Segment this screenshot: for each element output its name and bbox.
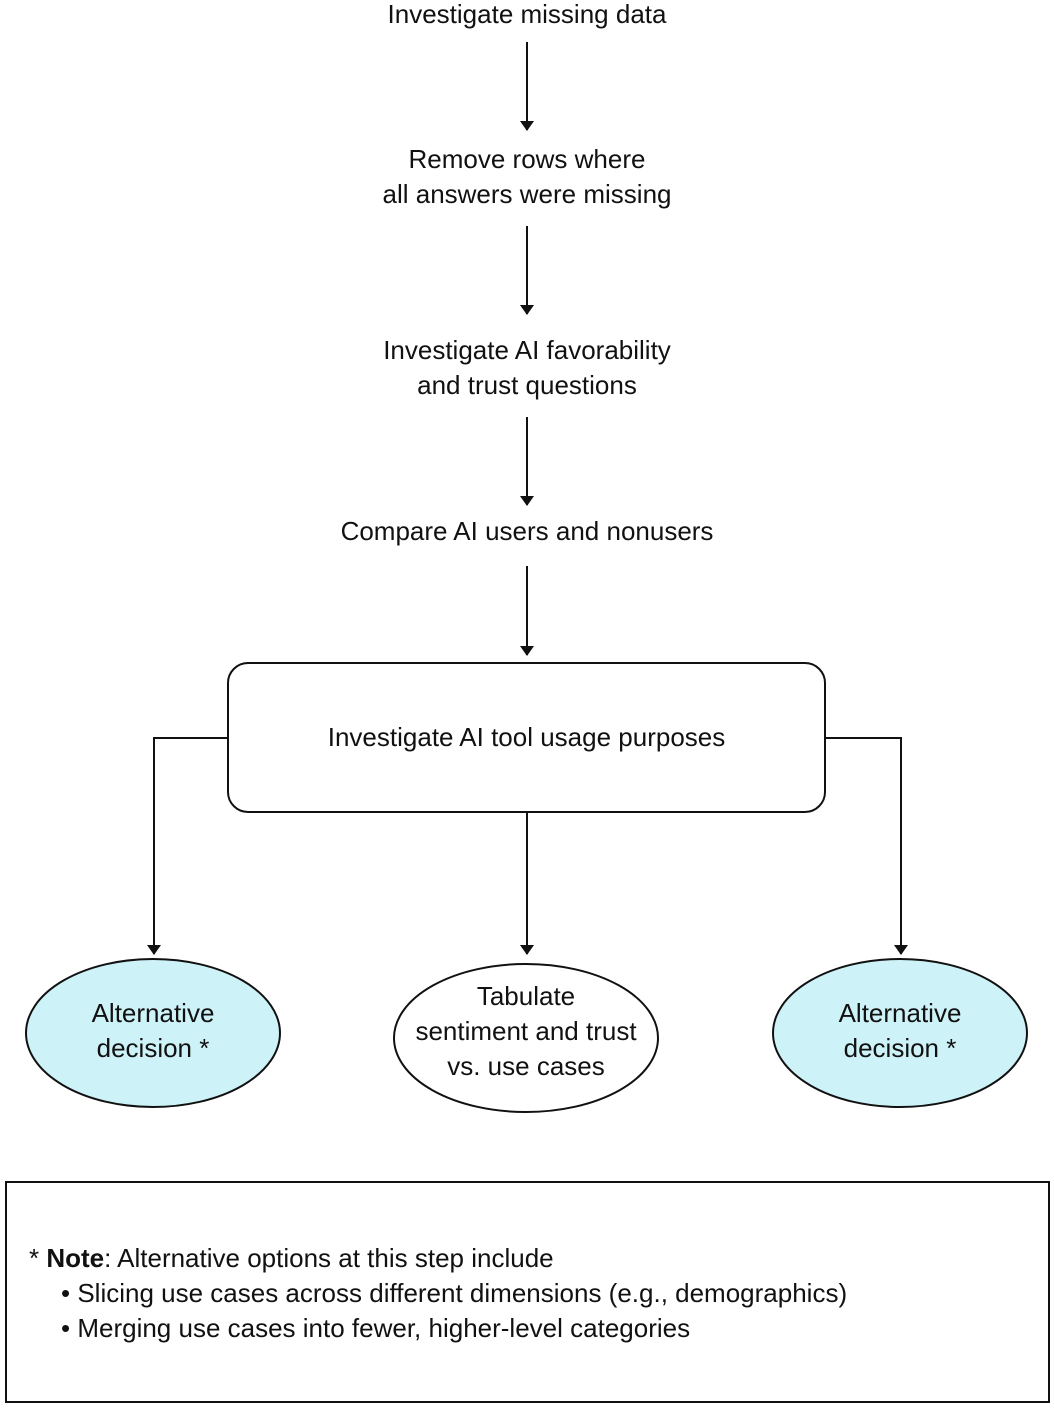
right-outcome-line1: Alternative bbox=[838, 998, 962, 1028]
right-alternative-decision: Alternative decision * bbox=[780, 996, 1020, 1066]
step-compare-users: Compare AI users and nonusers bbox=[227, 514, 827, 549]
note-bullet-merging: • Merging use cases into fewer, higher-l… bbox=[61, 1313, 691, 1343]
step2-label-line1: Remove rows where bbox=[408, 144, 646, 174]
step-remove-rows: Remove rows where all answers were missi… bbox=[277, 142, 777, 212]
note-prefix: * bbox=[29, 1243, 47, 1273]
left-alternative-decision: Alternative decision * bbox=[33, 996, 273, 1066]
note-box: * Note: Alternative options at this step… bbox=[5, 1181, 1050, 1403]
step3-label-line2: and trust questions bbox=[417, 370, 637, 400]
note-label: Note bbox=[46, 1243, 105, 1273]
arrow-step5-to-right-outcome bbox=[825, 737, 908, 955]
arrow-step5-to-left-outcome bbox=[147, 737, 228, 955]
center-outcome-line1: Tabulate bbox=[476, 981, 576, 1011]
note-text: * Note: Alternative options at this step… bbox=[29, 1241, 847, 1346]
note-bullet-slicing: • Slicing use cases across different dim… bbox=[61, 1278, 848, 1308]
center-outcome-line3: vs. use cases bbox=[447, 1051, 605, 1081]
note-intro-line: * Note: Alternative options at this step… bbox=[29, 1241, 847, 1276]
step-investigate-missing-data: Investigate missing data bbox=[277, 0, 777, 32]
center-tabulate-outcome: Tabulate sentiment and trust vs. use cas… bbox=[396, 979, 656, 1084]
center-outcome-line2: sentiment and trust bbox=[415, 1016, 637, 1046]
step3-label-line1: Investigate AI favorability bbox=[383, 335, 671, 365]
right-outcome-line2: decision * bbox=[843, 1033, 957, 1063]
left-outcome-line1: Alternative bbox=[91, 998, 215, 1028]
step-investigate-usage-purposes: Investigate AI tool usage purposes bbox=[228, 720, 825, 755]
right-outcome-ellipse bbox=[772, 958, 1028, 1108]
step5-label: Investigate AI tool usage purposes bbox=[327, 722, 726, 752]
step1-label: Investigate missing data bbox=[387, 0, 667, 29]
note-intro: : Alternative options at this step inclu… bbox=[104, 1243, 554, 1273]
step4-label: Compare AI users and nonusers bbox=[340, 516, 714, 546]
left-outcome-line2: decision * bbox=[96, 1033, 210, 1063]
step2-label-line2: all answers were missing bbox=[382, 179, 672, 209]
center-outcome-ellipse bbox=[393, 963, 659, 1113]
step-investigate-favorability: Investigate AI favorability and trust qu… bbox=[277, 333, 777, 403]
left-outcome-ellipse bbox=[25, 958, 281, 1108]
